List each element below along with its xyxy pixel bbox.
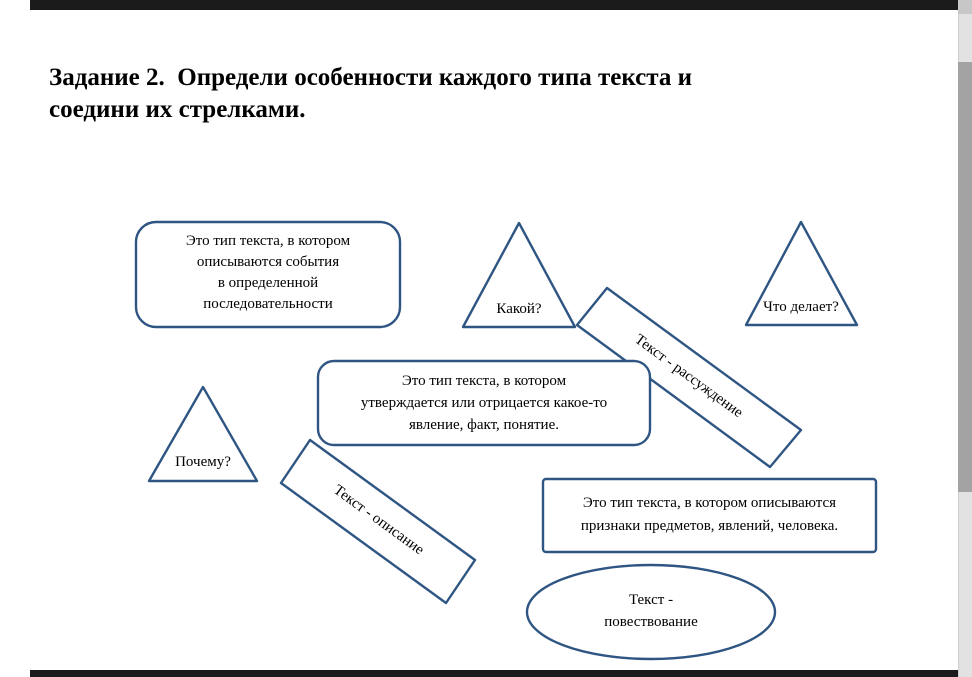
text-line: последовательности xyxy=(203,296,333,312)
question-chto-delaet-label: Что делает? xyxy=(763,299,839,315)
text-line: в определенной xyxy=(217,275,319,291)
narrative-definition-label: Это тип текста, в котором описываются со… xyxy=(146,231,390,315)
text-line: признаки предметов, явлений, человека. xyxy=(580,518,839,534)
text-line: Это тип текста, в котором описываются xyxy=(582,495,837,511)
text-line: описываются события xyxy=(196,254,340,270)
text-line: утверждается или отрицается какое-то xyxy=(360,395,608,411)
text-line: повествование xyxy=(604,614,698,630)
text-povestvovanie-ellipse[interactable] xyxy=(525,563,777,661)
scrollbar-thumb[interactable] xyxy=(958,62,972,492)
text-povestvovanie-label: Текст - повествование xyxy=(551,589,751,633)
question-chto-delaet-triangle[interactable] xyxy=(744,220,859,327)
text-line: явление, факт, понятие. xyxy=(409,417,559,433)
text-line: Это тип текста, в котором xyxy=(401,373,567,389)
statement-definition-box[interactable] xyxy=(316,359,652,447)
features-definition-label: Это тип текста, в котором описываются пр… xyxy=(553,492,866,538)
text-opisanie-parallelogram[interactable] xyxy=(279,438,477,605)
question-kakoy-label: Какой? xyxy=(496,301,542,317)
question-pochemu-triangle[interactable] xyxy=(147,385,259,483)
text-line: Это тип текста, в котором xyxy=(185,233,351,249)
scrollbar-top-cap xyxy=(958,0,972,14)
narrative-definition-box[interactable] xyxy=(134,220,402,329)
title-line: соедини их стрелками. xyxy=(49,96,306,123)
question-pochemu-label: Почему? xyxy=(175,454,231,470)
text-rassuzhdenie-parallelogram[interactable] xyxy=(575,286,803,469)
page-title: Задание 2. Определи особенности каждого … xyxy=(49,62,929,126)
statement-definition-label: Это тип текста, в котором утверждается и… xyxy=(328,370,640,436)
top-border-bar xyxy=(30,0,958,10)
features-definition-box[interactable] xyxy=(541,477,878,554)
bottom-border-bar xyxy=(30,670,958,677)
title-line: Задание 2. Определи особенности каждого … xyxy=(49,64,693,91)
text-line: Текст - xyxy=(628,592,674,608)
question-kakoy-triangle[interactable] xyxy=(461,221,577,329)
